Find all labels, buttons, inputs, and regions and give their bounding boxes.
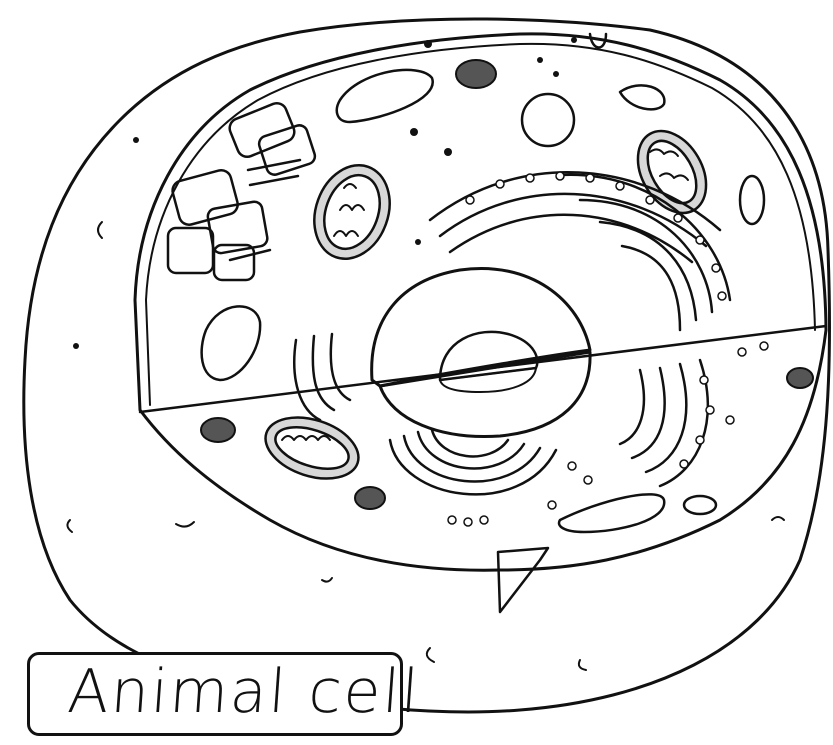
cut-away-interior	[135, 34, 826, 570]
ribosome	[448, 172, 768, 526]
mitochondrion	[624, 119, 720, 225]
diagram-title: Animal cell	[66, 657, 423, 727]
mitochondrion	[258, 407, 367, 490]
nucleus-lower	[380, 352, 590, 437]
centriole	[498, 548, 548, 612]
title-label-box: Animal cell	[27, 652, 403, 736]
cell-membrane	[24, 19, 830, 712]
mitochondrion	[302, 155, 402, 270]
golgi-apparatus	[390, 430, 556, 494]
nucleus	[372, 268, 590, 436]
smooth-endoplasmic-reticulum	[168, 100, 317, 280]
